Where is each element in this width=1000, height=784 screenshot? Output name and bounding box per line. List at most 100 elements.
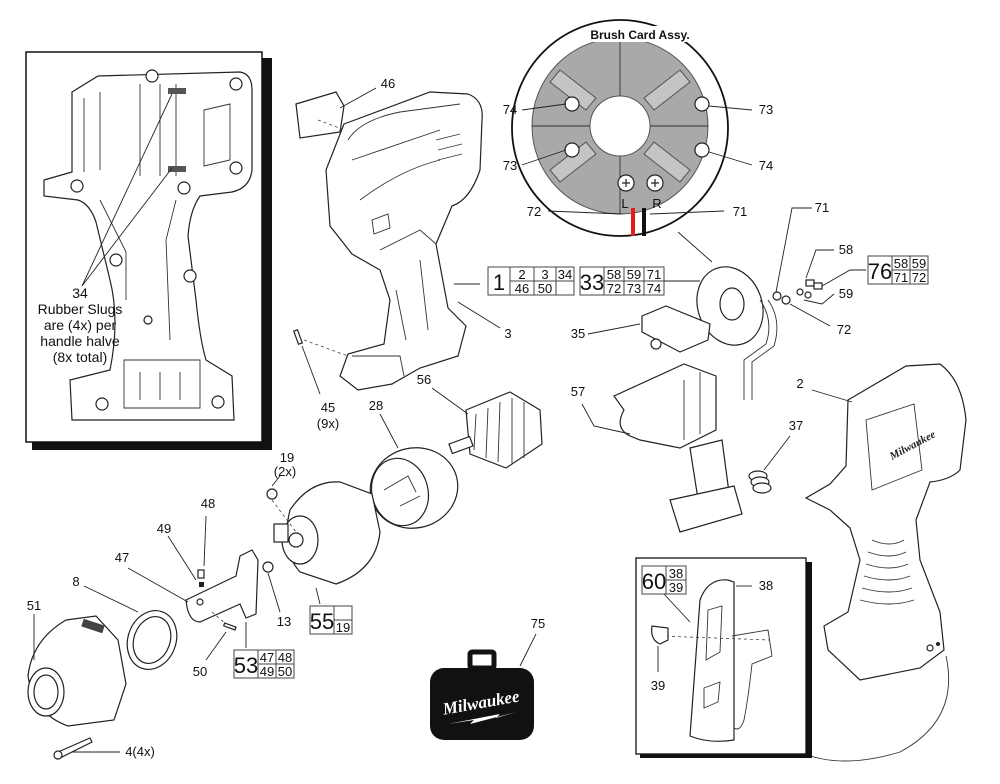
callout-37: 37 [789,418,803,433]
armature-part-56 [448,391,543,469]
carry-case-part-75: Milwaukee [430,649,534,740]
case-handle [467,649,497,671]
callout-71-bc: 71 [733,204,747,219]
terminal-72 [781,295,791,305]
screw-45 [292,328,304,346]
kit-33-cell: 58 [607,267,621,282]
brush-card-assy-detail: L R Brush Card Assy. [511,19,729,237]
ball-13 [262,561,274,573]
kit-box-53: 53 47 48 49 50 [233,649,295,679]
leader-19 [271,475,281,487]
spring-part-37 [748,470,772,494]
screw-39 [651,625,669,645]
leader-28 [379,413,399,449]
kit-box-60: 60 38 39 [641,565,687,595]
wire-label-l: L [621,196,628,211]
leader-56 [431,387,469,415]
leader-35 [587,323,641,335]
spring-73-right [694,96,710,112]
callout-73-left: 73 [503,158,517,173]
leader-46 [339,87,377,109]
callout-2: 2 [796,376,803,391]
leader-60 [663,593,691,623]
kit-53-cell: 48 [278,650,292,665]
callout-74-left: 74 [503,102,517,117]
callout-46: 46 [381,76,395,91]
kit-box-1: 1 2 3 34 46 50 [487,266,575,296]
brush-card-part-33 [696,266,823,400]
kit-1-cell: 34 [558,267,572,282]
callout-56: 56 [417,372,431,387]
callout-72-bc: 72 [527,204,541,219]
leader-13 [267,572,281,613]
ball-19 [266,488,278,500]
callout-74-right: 74 [759,158,773,173]
kit-53-cell: 47 [260,650,274,665]
callout-8: 8 [72,574,79,589]
terminal-71 [772,291,782,301]
switch-part-57 [613,363,743,533]
kit-box-55: 55 19 [309,605,353,635]
callout-51: 51 [27,598,41,613]
leader-34 [81,93,173,287]
callout-19: 19 [280,450,294,465]
kit-60-cell: 39 [669,580,683,595]
spring-73-left [564,142,580,158]
detail-pointer-line [677,231,713,263]
brush-holders [549,69,691,183]
leader-71-top [775,207,812,293]
part-35 [641,305,711,353]
kit-55-id: 55 [310,609,334,634]
kit-1-id: 1 [493,270,505,295]
kit-box-33: 33 58 59 71 72 73 74 [579,266,665,296]
kit-53-cell: 50 [278,664,292,679]
handle-inset: 34 Rubber Slugs are (4x) per handle halv… [25,51,272,450]
rubber-slug-note-line-3: handle halve [40,333,120,349]
callout-48: 48 [201,496,215,511]
kit-76-cell: 59 [912,256,926,271]
washer-59b [804,291,812,299]
leader-55 [315,587,321,605]
kit-53-id: 53 [234,653,258,678]
housing-part-2: Milwaukee [799,363,967,762]
handle-halve-drawing [43,69,253,421]
kit-76-cell: 58 [894,256,908,271]
rubber-slug-note-line-2: are (4x) per [44,317,117,333]
kit-box-76: 76 58 59 71 72 [867,255,929,285]
kit-33-cell: 71 [647,267,661,282]
kit-1-cell: 3 [541,267,548,282]
callout-71-top: 71 [815,200,829,215]
spring-74-right [694,142,710,158]
callout-47: 47 [115,550,129,565]
callout-73-right: 73 [759,102,773,117]
leader-59 [803,293,835,305]
kit-76-cell: 71 [894,270,908,285]
callout-72-right: 72 [837,322,851,337]
kit-55-cell: 19 [336,620,350,635]
leader-76 [821,269,866,287]
belt-clip-38 [689,579,735,742]
kit-1-cell: 2 [518,267,525,282]
kit-33-cell: 59 [627,267,641,282]
callout-4: 4(4x) [125,744,155,759]
callout-45-qty: (9x) [317,416,339,431]
leader-73-right [708,105,753,111]
leader-50 [205,631,227,661]
washer-59 [796,288,804,296]
callout-34: 34 [72,285,88,301]
kit-60-cell: 38 [669,566,683,581]
callout-50: 50 [193,664,207,679]
case-body [430,668,534,740]
callout-58: 58 [839,242,853,257]
kit-1-cell: 46 [515,281,529,296]
gear-case-part-55 [262,481,381,585]
screw-58 [805,279,815,287]
callout-3: 3 [504,326,511,341]
callout-19-qty: (2x) [274,464,296,479]
leader-2 [811,389,853,403]
leader-8 [83,585,139,613]
kit-33-cell: 72 [607,281,621,296]
spring-49 [199,582,204,587]
kit-1-cell: 50 [538,281,552,296]
